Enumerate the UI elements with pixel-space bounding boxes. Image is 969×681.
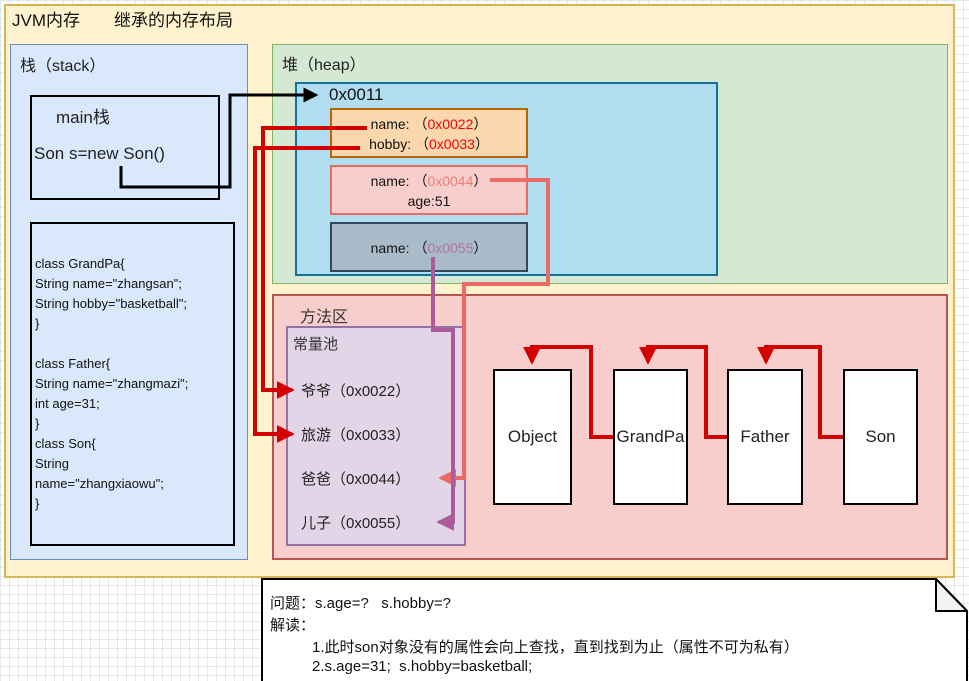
ref-value: 0x0022: [427, 116, 474, 132]
heap-son-part-box: name: （0x0055）: [330, 222, 528, 272]
constant-pool-label: 常量池: [293, 336, 339, 353]
ref-value: 0x0033: [429, 136, 475, 152]
pool-entry-travel: 旅游（0x0033）: [301, 427, 411, 444]
code-line: String: [35, 456, 69, 471]
heap-father-part-box: name: （0x0044） age:51: [330, 165, 528, 215]
method-area-label: 方法区: [300, 309, 349, 326]
field-name: name: （0x0022）: [370, 116, 488, 132]
main-frame-code: Son s=new Son(): [34, 144, 165, 163]
field-hobby: hobby: （0x0033）: [369, 136, 489, 152]
ref-value: 0x0044: [427, 173, 474, 189]
code-line: [35, 334, 231, 354]
field-name: name: （0x0055）: [370, 240, 488, 256]
code-line: }: [35, 316, 40, 331]
pool-entry-father: 爸爸（0x0044）: [301, 471, 411, 488]
code-line: String hobby="basketball";: [35, 296, 187, 311]
code-line: String name="zhangsan";: [35, 276, 182, 291]
stack-label: 栈（stack）: [20, 58, 106, 75]
class-box-grandpa: GrandPa: [613, 369, 688, 505]
class-box-father: Father: [727, 369, 803, 505]
code-line: class Father{: [35, 356, 111, 371]
note-question: 问题：s.age=? s.hobby=?: [270, 595, 451, 612]
class-box-object: Object: [493, 369, 572, 505]
main-frame-title: main栈: [56, 108, 110, 127]
class-definitions-box: [30, 222, 235, 546]
heap-object-address: 0x0011: [329, 85, 384, 104]
code-line: class GrandPa{: [35, 256, 125, 271]
code-line: String name="zhangmazi";: [35, 376, 189, 391]
note-fold-corner: [935, 578, 968, 612]
heap-label: 堆（heap）: [282, 57, 366, 74]
code-line: name="zhangxiaowu";: [35, 476, 164, 491]
pool-entry-son: 儿子（0x0055）: [301, 515, 411, 532]
heap-grandpa-part-box: name: （0x0022） hobby: （0x0033）: [330, 108, 528, 158]
ref-value: 0x0055: [427, 240, 474, 256]
pool-entry-grandpa: 爷爷（0x0022）: [301, 383, 411, 400]
class-definitions-code: class GrandPa{ String name="zhangsan"; S…: [35, 254, 231, 514]
note-point-2: 2.s.age=31; s.hobby=basketball;: [312, 658, 533, 675]
code-line: }: [35, 496, 40, 511]
note-answer-label: 解读：: [270, 617, 316, 634]
note-point-1: 1.此时son对象没有的属性会向上查找，直到找到为止（属性不可为私有）: [312, 639, 799, 656]
field-name: name: （0x0044）: [370, 173, 488, 189]
field-age: age:51: [407, 193, 451, 209]
code-line: int age=31;: [35, 396, 100, 411]
class-box-son: Son: [843, 369, 918, 505]
code-line: class Son{: [35, 436, 96, 451]
code-line: }: [35, 416, 40, 431]
page-title: JVM内存 继承的内存布局: [12, 11, 233, 30]
